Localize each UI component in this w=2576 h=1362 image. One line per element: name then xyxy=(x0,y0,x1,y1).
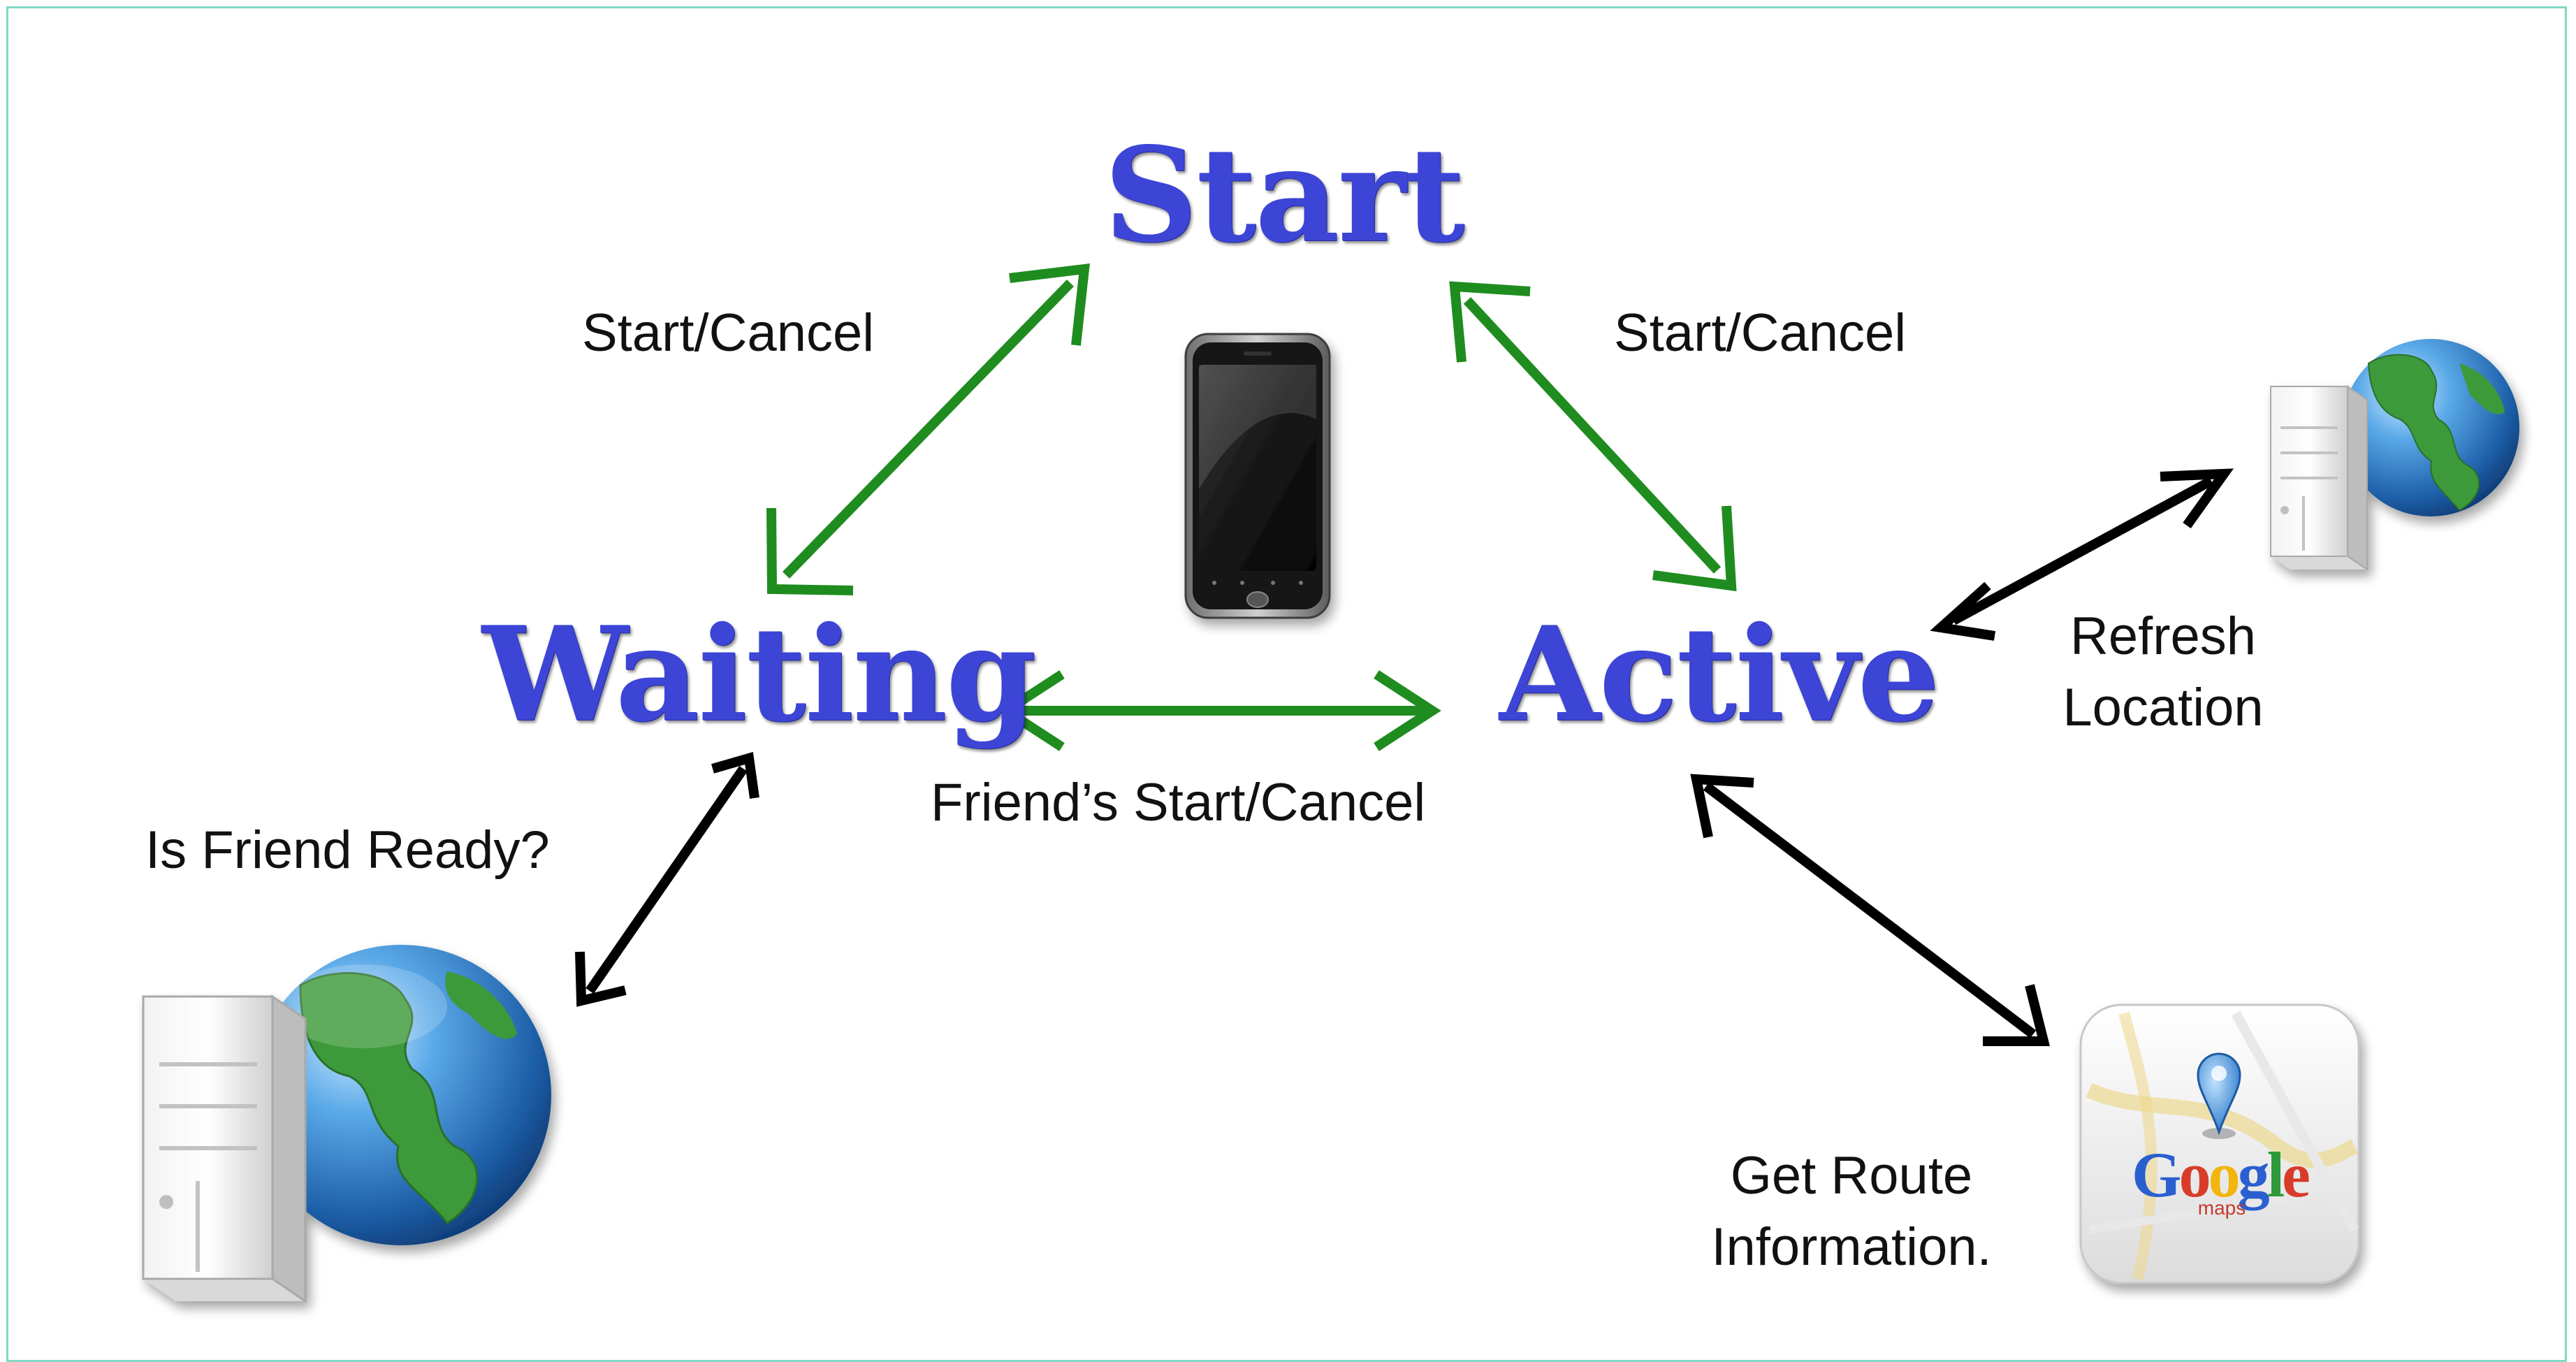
google-logo-text: Google xyxy=(2132,1139,2309,1210)
server-globe-icon-right xyxy=(2270,339,2519,571)
label-refresh-line1: Refresh xyxy=(2069,607,2257,666)
arrow-waiting-active xyxy=(997,670,1441,751)
label-refresh-line2: Location xyxy=(2062,678,2264,737)
smartphone-icon xyxy=(1184,333,1331,619)
state-active: Active xyxy=(1499,597,1940,751)
arrow-active-maps xyxy=(1690,774,2050,1046)
label-route-line2: Information. xyxy=(1711,1217,1992,1277)
arrow-waiting-server xyxy=(575,752,759,1007)
label-get-route: Get Route Information. xyxy=(1677,1140,2026,1283)
label-refresh-location: Refresh Location xyxy=(2044,601,2282,744)
state-start: Start xyxy=(1104,118,1465,271)
server-globe-icon-left xyxy=(142,945,551,1303)
label-start-active: Start/Cancel xyxy=(1614,303,1907,363)
google-maps-subtext: maps xyxy=(2198,1197,2246,1219)
label-waiting-active: Friend’s Start/Cancel xyxy=(931,773,1426,832)
label-friend-ready: Is Friend Ready? xyxy=(145,820,550,880)
arrow-start-active xyxy=(1449,281,1737,592)
label-waiting-start: Start/Cancel xyxy=(582,303,875,363)
google-maps-icon: Google maps xyxy=(2079,1004,2360,1284)
arrow-active-refresh xyxy=(1930,468,2234,641)
label-route-line1: Get Route xyxy=(1730,1146,1973,1205)
arrow-waiting-start xyxy=(766,263,1090,595)
state-waiting: Waiting xyxy=(482,597,1037,751)
